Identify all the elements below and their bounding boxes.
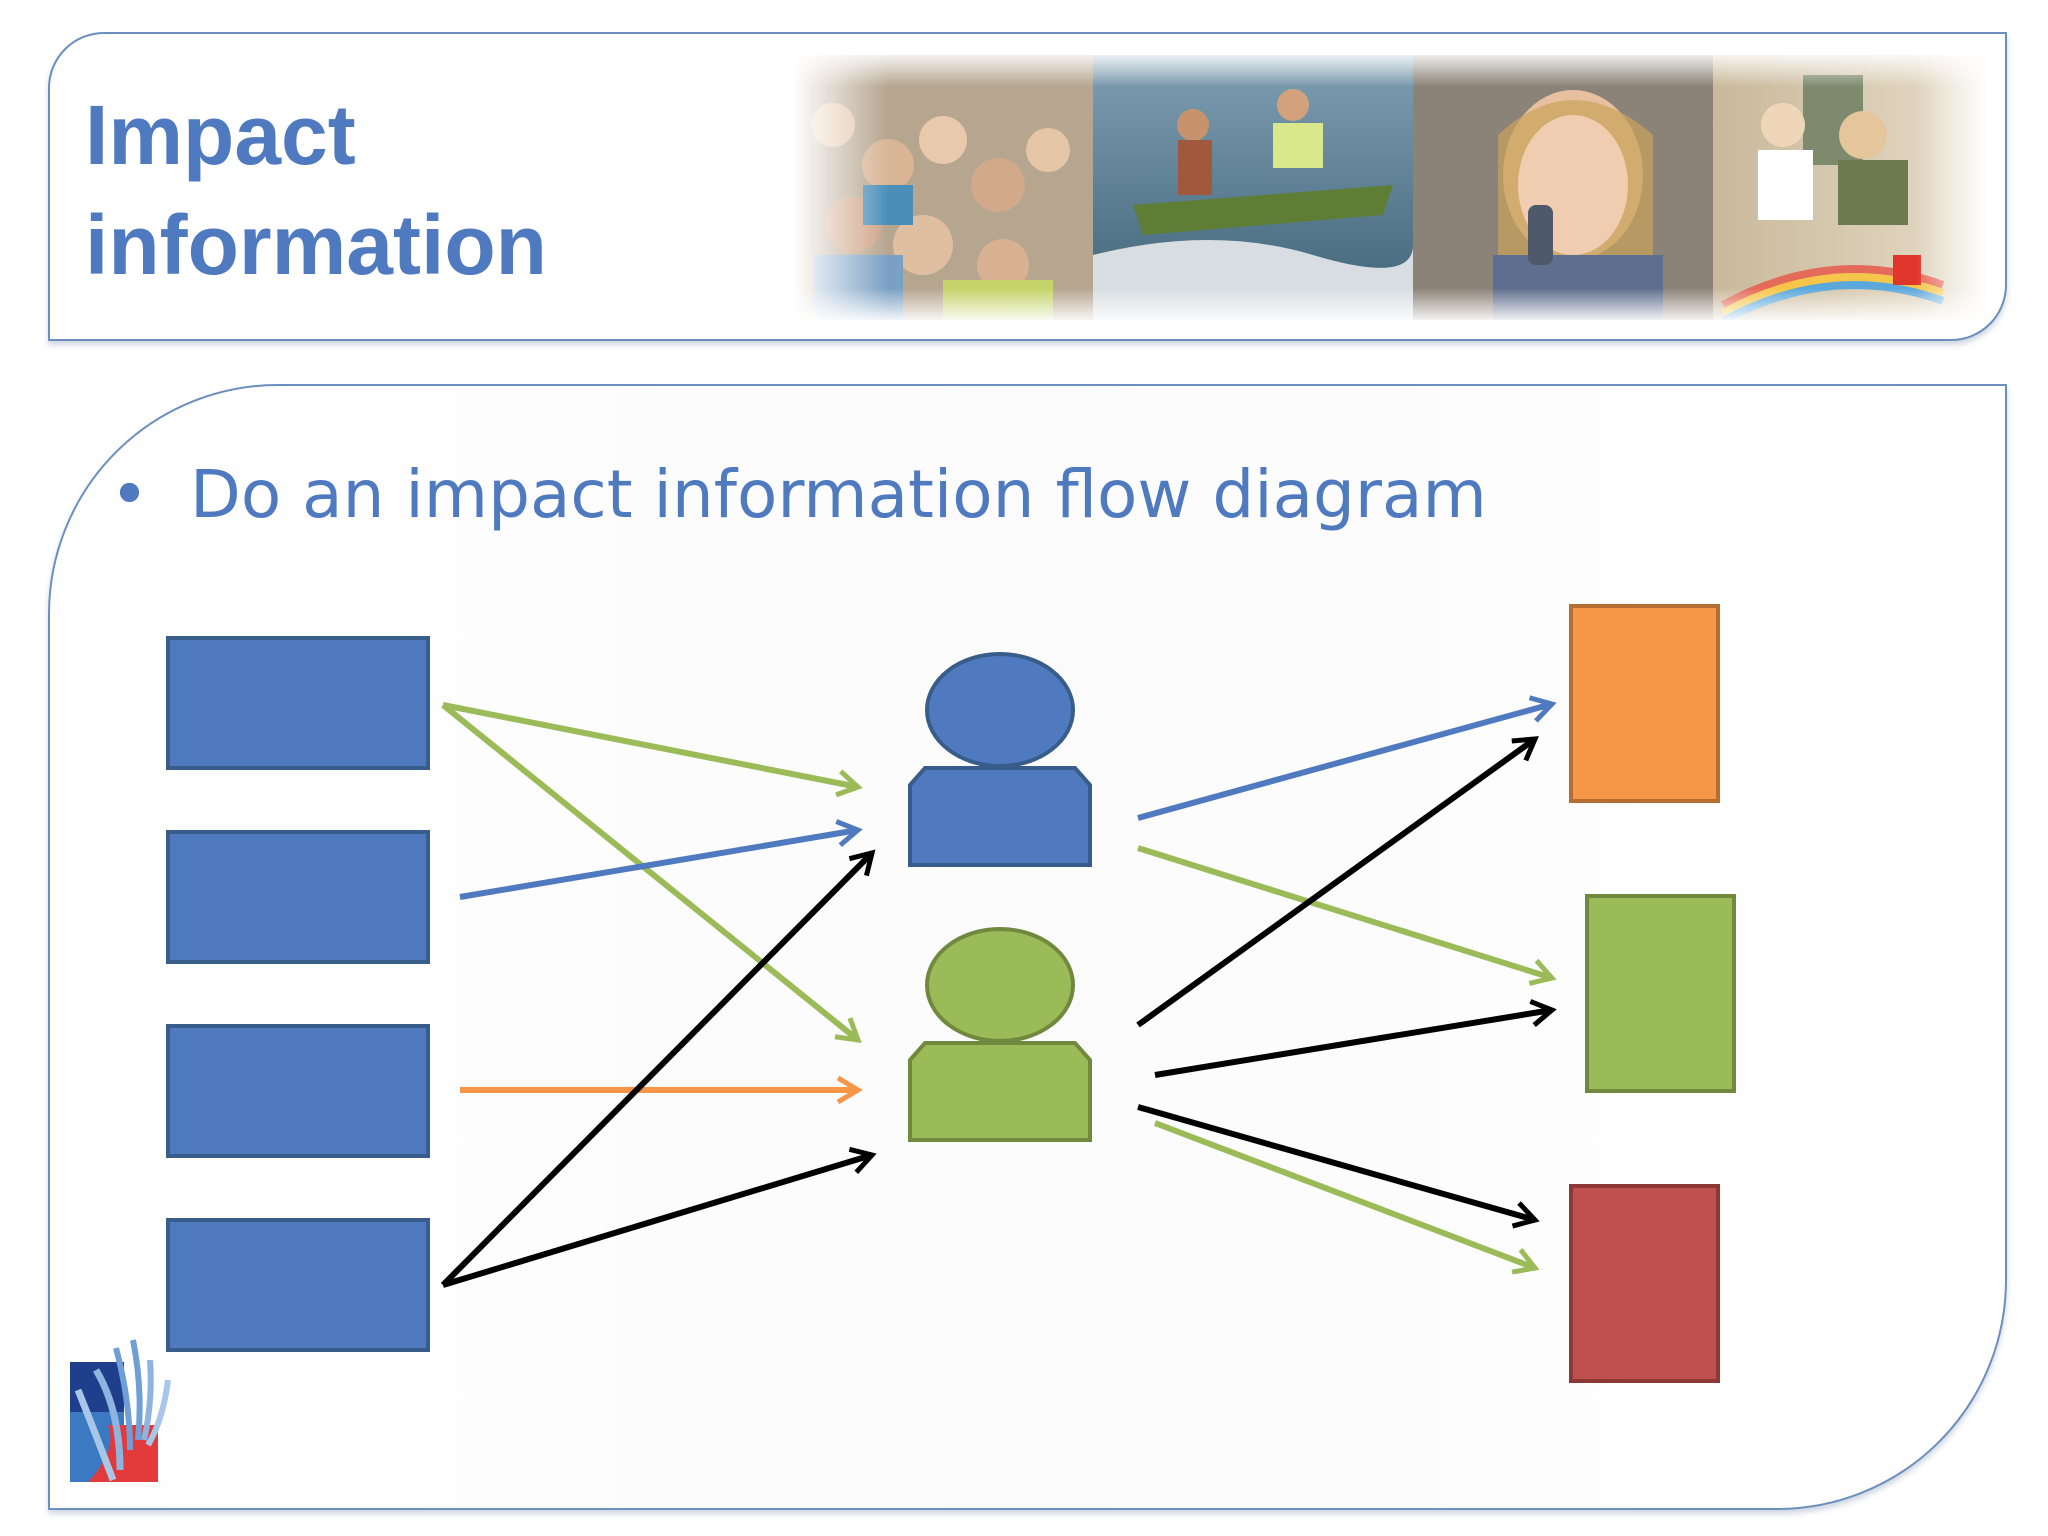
arrow-source4-to-green xyxy=(442,1146,877,1288)
arrow-green-to-green-outcome xyxy=(1154,999,1557,1078)
person-blue xyxy=(908,652,1092,867)
page-title: Impact information xyxy=(85,80,547,300)
person-green xyxy=(908,927,1092,1142)
organization-logo xyxy=(70,1339,171,1482)
source-box-2 xyxy=(166,830,430,964)
source-box-4 xyxy=(166,1218,430,1352)
outcome-red xyxy=(1569,1184,1720,1383)
bullet-item: • Do an impact information flow diagram xyxy=(110,455,1487,535)
source-box-3 xyxy=(166,1024,430,1158)
arrow-source2-to-blue xyxy=(459,819,863,900)
arrow-blue-to-orange xyxy=(1137,695,1557,821)
bullet-text: Do an impact information flow diagram xyxy=(190,456,1487,533)
arrow-green-to-red-black xyxy=(1137,1104,1540,1229)
arrow-blue-to-green-outcome xyxy=(1137,845,1557,986)
title-line-2: information xyxy=(85,198,547,292)
arrow-source1-to-blue xyxy=(442,702,863,798)
header-photo-banner xyxy=(793,55,1988,320)
arrow-green-to-red-green xyxy=(1153,1120,1540,1275)
source-box-1 xyxy=(166,636,430,770)
outcome-orange xyxy=(1569,604,1720,803)
outcome-green xyxy=(1585,894,1736,1093)
bullet-mark: • xyxy=(110,456,149,533)
title-line-1: Impact xyxy=(85,88,356,182)
arrow-green-to-orange xyxy=(1136,736,1539,1028)
arrow-source1-to-green xyxy=(441,702,862,1044)
arrow-source4-to-blue xyxy=(440,849,876,1288)
